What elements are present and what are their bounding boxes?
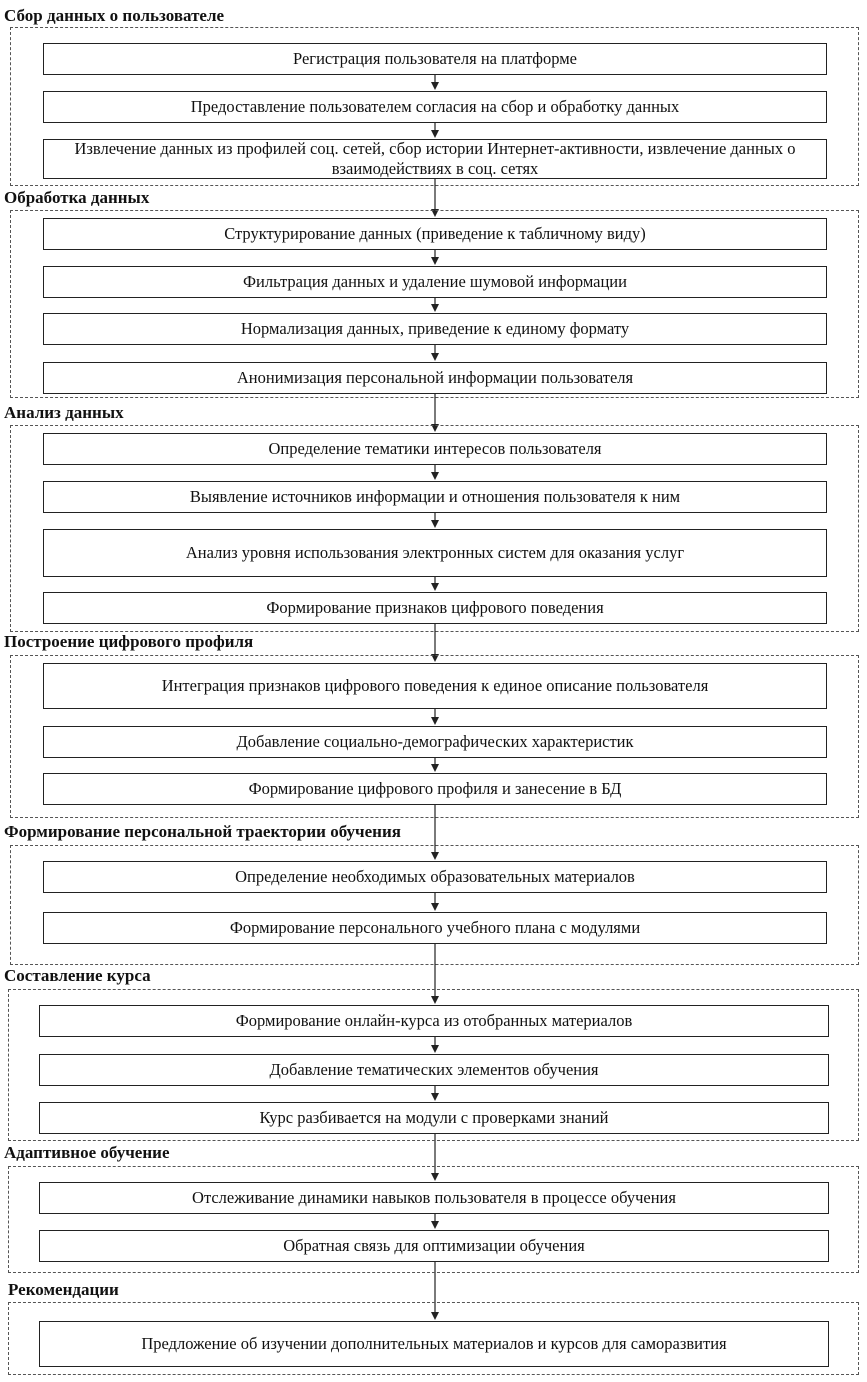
step-box: Извлечение данных из профилей соц. сетей…	[43, 139, 827, 179]
step-box: Анализ уровня использования электронных …	[43, 529, 827, 577]
section-title-data-analysis: Анализ данных	[4, 403, 128, 423]
step-box: Анонимизация персональной информации пол…	[43, 362, 827, 394]
step-box: Определение необходимых образовательных …	[43, 861, 827, 893]
step-box: Обратная связь для оптимизации обучения	[39, 1230, 829, 1262]
step-box: Интеграция признаков цифрового поведения…	[43, 663, 827, 709]
step-box: Курс разбивается на модули с проверками …	[39, 1102, 829, 1134]
step-box: Определение тематики интересов пользоват…	[43, 433, 827, 465]
section-frame-recommendations	[8, 1302, 859, 1375]
step-box: Регистрация пользователя на платформе	[43, 43, 827, 75]
section-frame-digital-profile	[10, 655, 859, 818]
section-title-recommendations: Рекомендации	[8, 1280, 123, 1300]
section-frame-data-collection	[10, 27, 859, 186]
section-title-course-building: Составление курса	[4, 966, 155, 986]
step-box: Формирование персонального учебного план…	[43, 912, 827, 944]
step-box: Нормализация данных, приведение к едином…	[43, 313, 827, 345]
section-title-learning-path: Формирование персональной траектории обу…	[4, 822, 405, 842]
step-box: Структурирование данных (приведение к та…	[43, 218, 827, 250]
step-box: Выявление источников информации и отноше…	[43, 481, 827, 513]
step-box: Формирование онлайн-курса из отобранных …	[39, 1005, 829, 1037]
section-title-data-collection: Сбор данных о пользователе	[4, 6, 229, 26]
step-box: Формирование цифрового профиля и занесен…	[43, 773, 827, 805]
step-box: Предложение об изучении дополнительных м…	[39, 1321, 829, 1367]
section-frame-learning-path	[10, 845, 859, 965]
section-frame-data-analysis	[10, 425, 859, 632]
section-title-data-processing: Обработка данных	[4, 188, 154, 208]
step-box: Формирование признаков цифрового поведен…	[43, 592, 827, 624]
section-frame-course-building	[8, 989, 859, 1141]
step-box: Фильтрация данных и удаление шумовой инф…	[43, 266, 827, 298]
step-box: Добавление социально-демографических хар…	[43, 726, 827, 758]
section-frame-data-processing	[10, 210, 859, 398]
section-frame-adaptive-learning	[8, 1166, 859, 1273]
step-box: Добавление тематических элементов обучен…	[39, 1054, 829, 1086]
section-title-digital-profile: Построение цифрового профиля	[4, 632, 258, 652]
step-box: Предоставление пользователем согласия на…	[43, 91, 827, 123]
section-title-adaptive-learning: Адаптивное обучение	[4, 1143, 174, 1163]
step-box: Отслеживание динамики навыков пользовате…	[39, 1182, 829, 1214]
